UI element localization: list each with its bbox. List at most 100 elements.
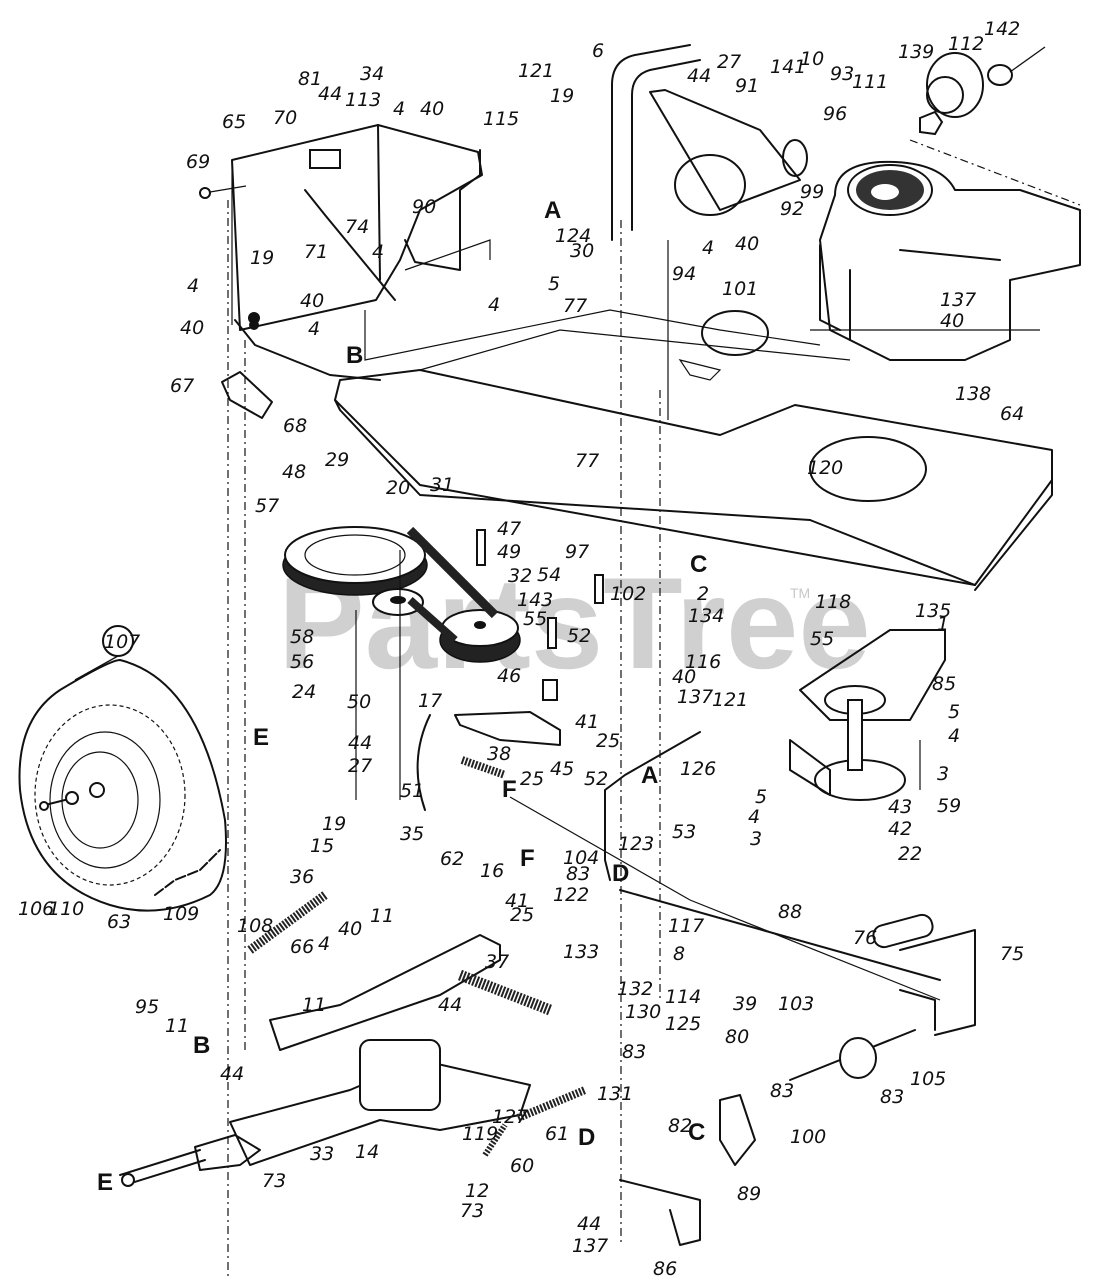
callout-137: 137 — [940, 289, 976, 311]
callout-89: 89 — [737, 1183, 761, 1205]
callout-73: 73 — [460, 1200, 484, 1222]
callout-4: 4 — [318, 933, 330, 955]
callout-33: 33 — [310, 1143, 334, 1165]
callout-88: 88 — [778, 901, 802, 923]
callout-82: 82 — [668, 1115, 692, 1137]
callout-4: 4 — [702, 237, 714, 259]
connector-letter-b: B — [346, 342, 363, 369]
callout-43: 43 — [888, 796, 912, 818]
callout-44: 44 — [577, 1213, 601, 1235]
callout-135: 135 — [915, 600, 951, 622]
callout-139: 139 — [898, 41, 934, 63]
callout-16: 16 — [480, 860, 504, 882]
connector-letter-d: D — [578, 1124, 595, 1151]
callout-40: 40 — [735, 233, 759, 255]
callout-58: 58 — [290, 626, 314, 648]
callout-36: 36 — [290, 866, 314, 888]
callout-134: 134 — [688, 605, 724, 627]
callout-62: 62 — [440, 848, 464, 870]
callout-39: 39 — [733, 993, 757, 1015]
callout-120: 120 — [807, 457, 843, 479]
main-frame — [334, 220, 1053, 1245]
rear-wheel — [18, 200, 229, 1280]
callout-124: 124 — [555, 225, 591, 247]
callout-50: 50 — [347, 691, 371, 713]
callout-5: 5 — [948, 701, 960, 723]
callout-67: 67 — [170, 375, 194, 397]
callout-99: 99 — [800, 181, 824, 203]
callout-40: 40 — [180, 317, 204, 339]
callout-19: 19 — [322, 813, 346, 835]
connector-letter-c: C — [690, 551, 707, 578]
callout-49: 49 — [497, 541, 521, 563]
callout-66: 66 — [290, 936, 314, 958]
callout-115: 115 — [483, 108, 519, 130]
callout-94: 94 — [672, 263, 696, 285]
callout-46: 46 — [497, 665, 521, 687]
callout-100: 100 — [790, 1126, 826, 1148]
callout-138: 138 — [955, 383, 991, 405]
callout-40: 40 — [940, 310, 964, 332]
callout-3: 3 — [937, 763, 949, 785]
callout-27: 27 — [348, 755, 372, 777]
callout-19: 19 — [550, 85, 574, 107]
engine — [810, 160, 1081, 361]
gas-cap-assembly — [909, 46, 1081, 206]
callout-74: 74 — [345, 216, 369, 238]
callout-29: 29 — [325, 449, 349, 471]
callout-54: 54 — [537, 564, 561, 586]
callout-17: 17 — [418, 690, 442, 712]
callout-5: 5 — [548, 273, 560, 295]
callout-75: 75 — [1000, 943, 1024, 965]
callout-45: 45 — [550, 758, 574, 780]
callout-10: 10 — [800, 48, 824, 70]
callout-133: 133 — [563, 941, 599, 963]
callout-83: 83 — [770, 1080, 794, 1102]
connector-letter-a: A — [641, 762, 658, 789]
callout-40: 40 — [338, 918, 362, 940]
callout-80: 80 — [725, 1026, 749, 1048]
callout-91: 91 — [735, 75, 759, 97]
callout-143: 143 — [517, 589, 553, 611]
callout-116: 116 — [685, 651, 721, 673]
callout-102: 102 — [610, 583, 646, 605]
callout-131: 131 — [597, 1083, 633, 1105]
callout-11: 11 — [370, 905, 394, 927]
callout-119: 119 — [462, 1123, 498, 1145]
clutch-pulley-assembly — [789, 629, 946, 801]
callout-44: 44 — [220, 1063, 244, 1085]
callout-118: 118 — [815, 591, 851, 613]
callout-114: 114 — [665, 986, 701, 1008]
callout-85: 85 — [932, 673, 956, 695]
callout-25: 25 — [510, 904, 534, 926]
callout-126: 126 — [680, 758, 716, 780]
callout-60: 60 — [510, 1155, 534, 1177]
callout-103: 103 — [778, 993, 814, 1015]
callout-42: 42 — [888, 818, 912, 840]
callout-104: 104 — [563, 847, 599, 869]
callout-108: 108 — [237, 915, 273, 937]
callout-73: 73 — [262, 1170, 286, 1192]
callout-30: 30 — [570, 240, 594, 262]
callout-52: 52 — [584, 768, 608, 790]
callout-35: 35 — [400, 823, 424, 845]
callout-55: 55 — [523, 608, 547, 630]
callout-90: 90 — [412, 196, 436, 218]
steering-column — [611, 44, 808, 241]
callout-19: 19 — [250, 247, 274, 269]
callout-47: 47 — [497, 518, 521, 540]
callout-95: 95 — [135, 996, 159, 1018]
callout-4: 4 — [488, 294, 500, 316]
callout-40: 40 — [300, 290, 324, 312]
callout-121: 121 — [518, 60, 554, 82]
callout-11: 11 — [165, 1015, 189, 1037]
callout-117: 117 — [668, 915, 704, 937]
callout-1: 1 — [937, 613, 949, 635]
callout-53: 53 — [672, 821, 696, 843]
callout-27: 27 — [717, 51, 741, 73]
callout-25: 25 — [596, 730, 620, 752]
callout-81: 81 — [298, 68, 322, 90]
callout-44: 44 — [318, 83, 342, 105]
callout-4: 4 — [393, 98, 405, 120]
